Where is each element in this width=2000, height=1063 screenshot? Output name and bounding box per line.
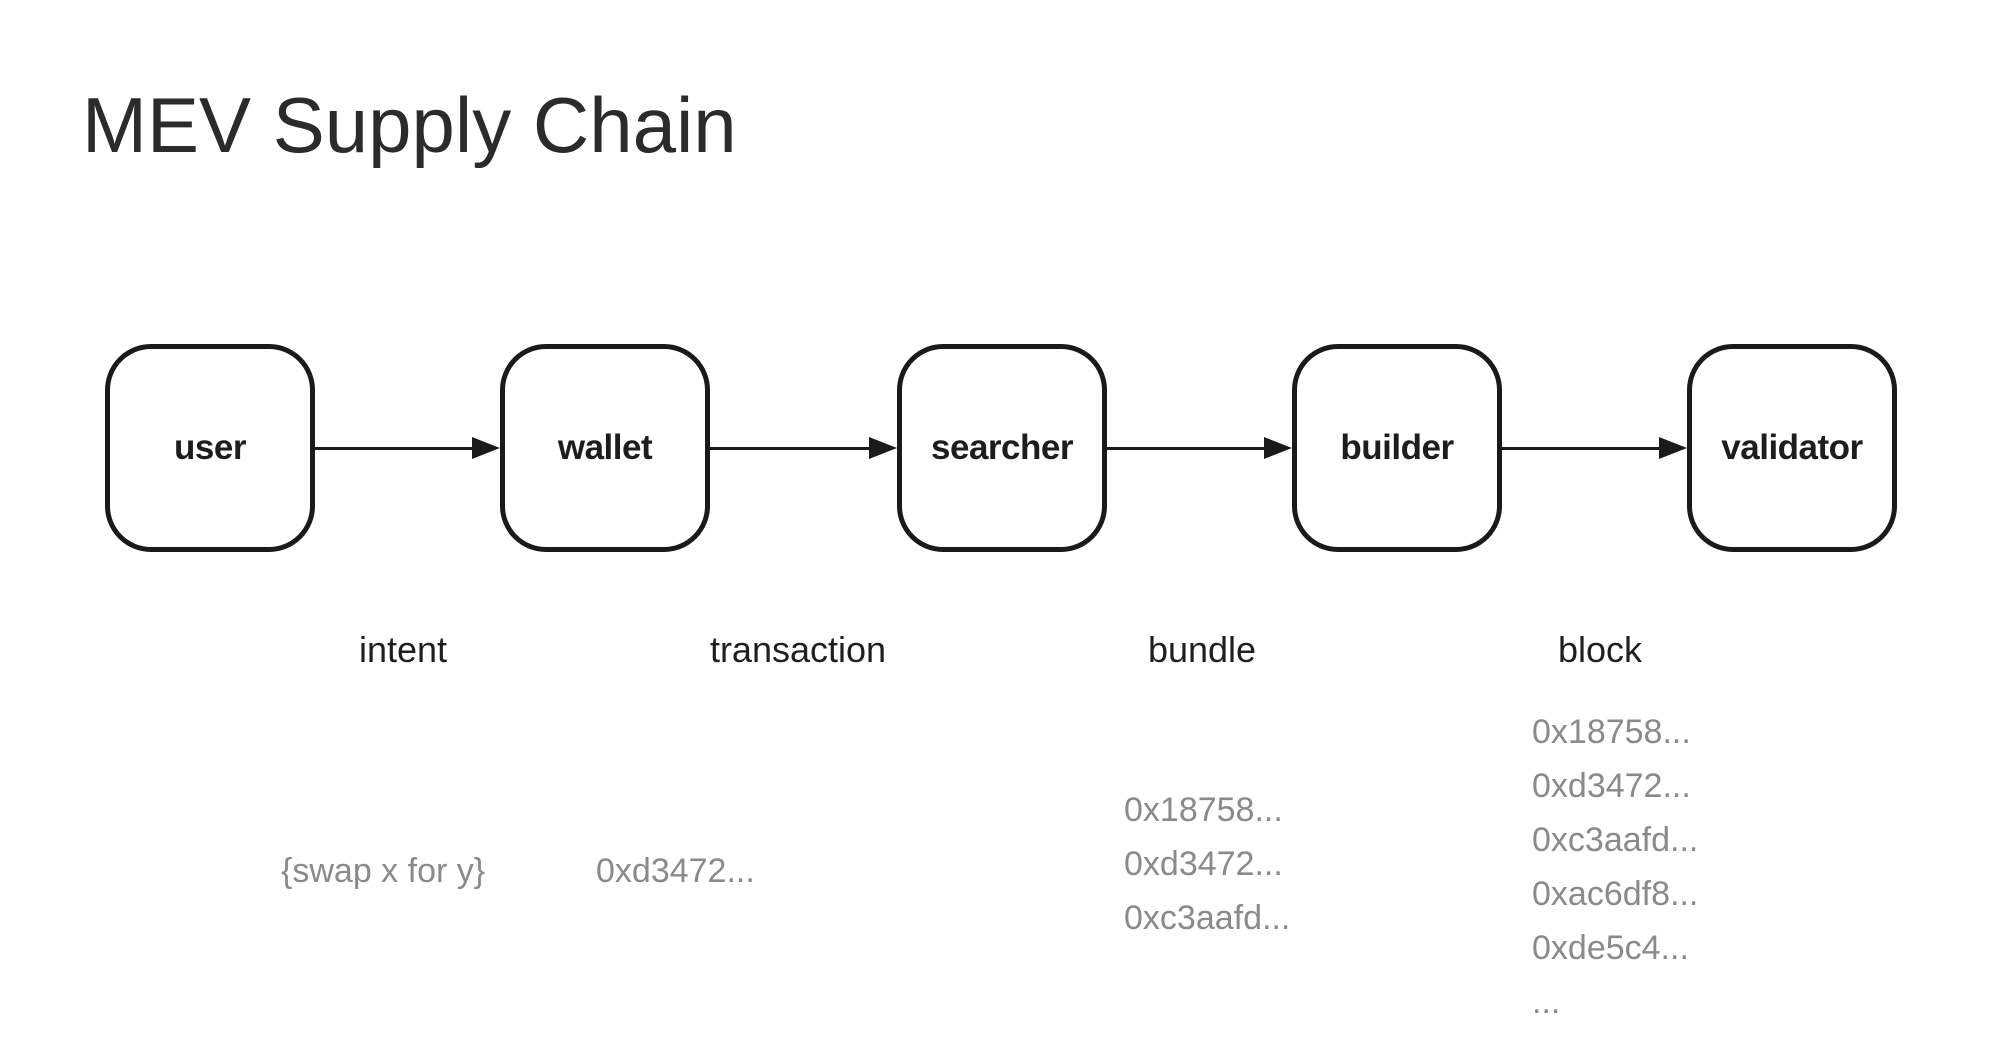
flow-label-intent: intent [358, 629, 448, 670]
payload-block: 0x18758... 0xd3472... 0xc3aafd... 0xac6d… [1532, 705, 1698, 1029]
payload-line: 0xc3aafd... [1532, 821, 1699, 859]
payload-line: 0x18758... [1532, 713, 1691, 751]
arrowhead-right-icon [869, 437, 897, 459]
payload-line: {swap x for y} [281, 852, 486, 890]
arrow-line [1107, 446, 1264, 450]
payload-line: 0xc3aafd... [1124, 899, 1291, 937]
arrow-wallet-to-searcher [708, 437, 897, 459]
arrow-line [708, 446, 869, 450]
payload-intent: {swap x for y} [281, 844, 485, 898]
payload-line: 0x18758... [1124, 791, 1283, 829]
node-user-label: user [174, 428, 246, 467]
node-validator: validator [1687, 344, 1897, 552]
payload-line: 0xd3472... [596, 852, 755, 890]
payload-line: 0xde5c4... [1532, 929, 1689, 967]
arrowhead-right-icon [472, 437, 500, 459]
arrowhead-right-icon [1659, 437, 1687, 459]
arrowhead-right-icon [1264, 437, 1292, 459]
node-user: user [105, 344, 315, 552]
node-wallet-label: wallet [557, 428, 653, 467]
payload-line: 0xd3472... [1124, 845, 1283, 883]
payload-bundle: 0x18758... 0xd3472... 0xc3aafd... [1124, 783, 1290, 945]
arrow-line [1502, 446, 1659, 450]
arrow-searcher-to-builder [1107, 437, 1292, 459]
arrow-user-to-wallet [315, 437, 500, 459]
node-validator-label: validator [1721, 428, 1863, 467]
flow-label-transaction: transaction [709, 629, 887, 670]
payload-line: ... [1532, 983, 1561, 1021]
flow-label-block: block [1557, 629, 1643, 670]
node-builder: builder [1292, 344, 1502, 552]
node-builder-label: builder [1340, 428, 1454, 467]
payload-transaction: 0xd3472... [596, 844, 755, 898]
payload-line: 0xd3472... [1532, 767, 1691, 805]
diagram-title: MEV Supply Chain [82, 81, 737, 169]
node-searcher: searcher [897, 344, 1107, 552]
flow-label-bundle: bundle [1147, 629, 1257, 670]
payload-line: 0xac6df8... [1532, 875, 1699, 913]
arrow-builder-to-validator [1502, 437, 1687, 459]
node-searcher-label: searcher [931, 428, 1073, 467]
arrow-line [315, 446, 472, 450]
node-wallet: wallet [500, 344, 710, 552]
